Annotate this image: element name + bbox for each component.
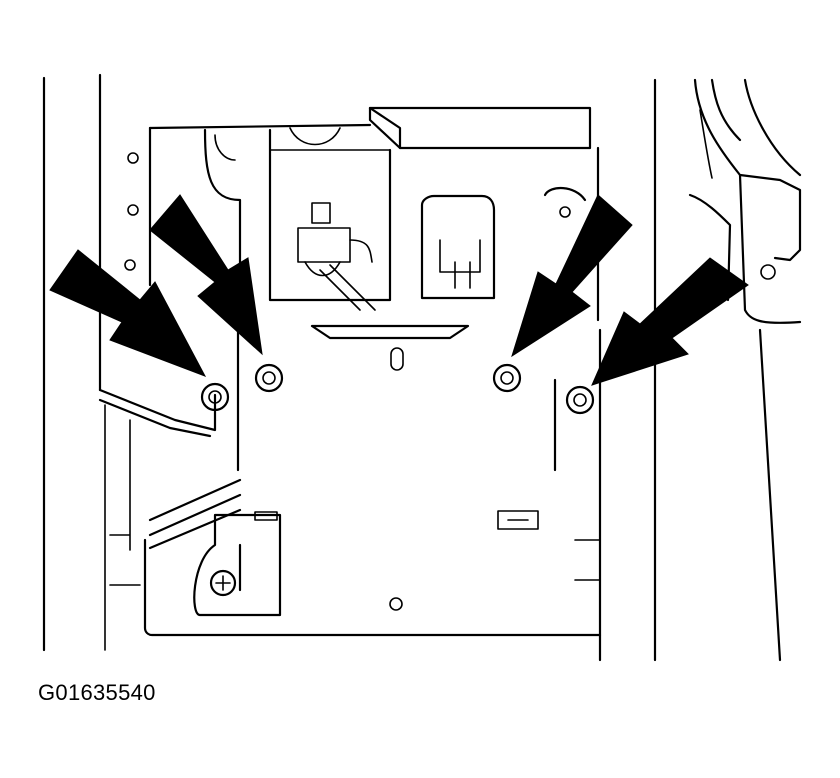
left-bracket xyxy=(98,388,217,586)
center-slot xyxy=(310,324,470,371)
arrow-to-bolt-right-outer xyxy=(591,257,749,386)
bolt-right-inner xyxy=(492,363,522,393)
right-small-bracket xyxy=(420,187,587,300)
bolt-left-outer xyxy=(200,382,230,412)
arrow-to-bolt-right-inner xyxy=(511,194,633,358)
arrow-to-bolt-left-inner xyxy=(149,194,263,356)
bolt-right-outer xyxy=(565,385,595,415)
left-frame-rail xyxy=(42,73,139,652)
arrow-to-bolt-left-outer xyxy=(49,249,207,377)
wire-connector xyxy=(297,202,376,311)
figure-id-label: G01635540 xyxy=(38,680,156,705)
right-frame xyxy=(653,78,802,662)
mounting-plate xyxy=(143,308,602,662)
bolt-left-inner xyxy=(254,363,284,393)
cable-clamp xyxy=(148,478,282,617)
